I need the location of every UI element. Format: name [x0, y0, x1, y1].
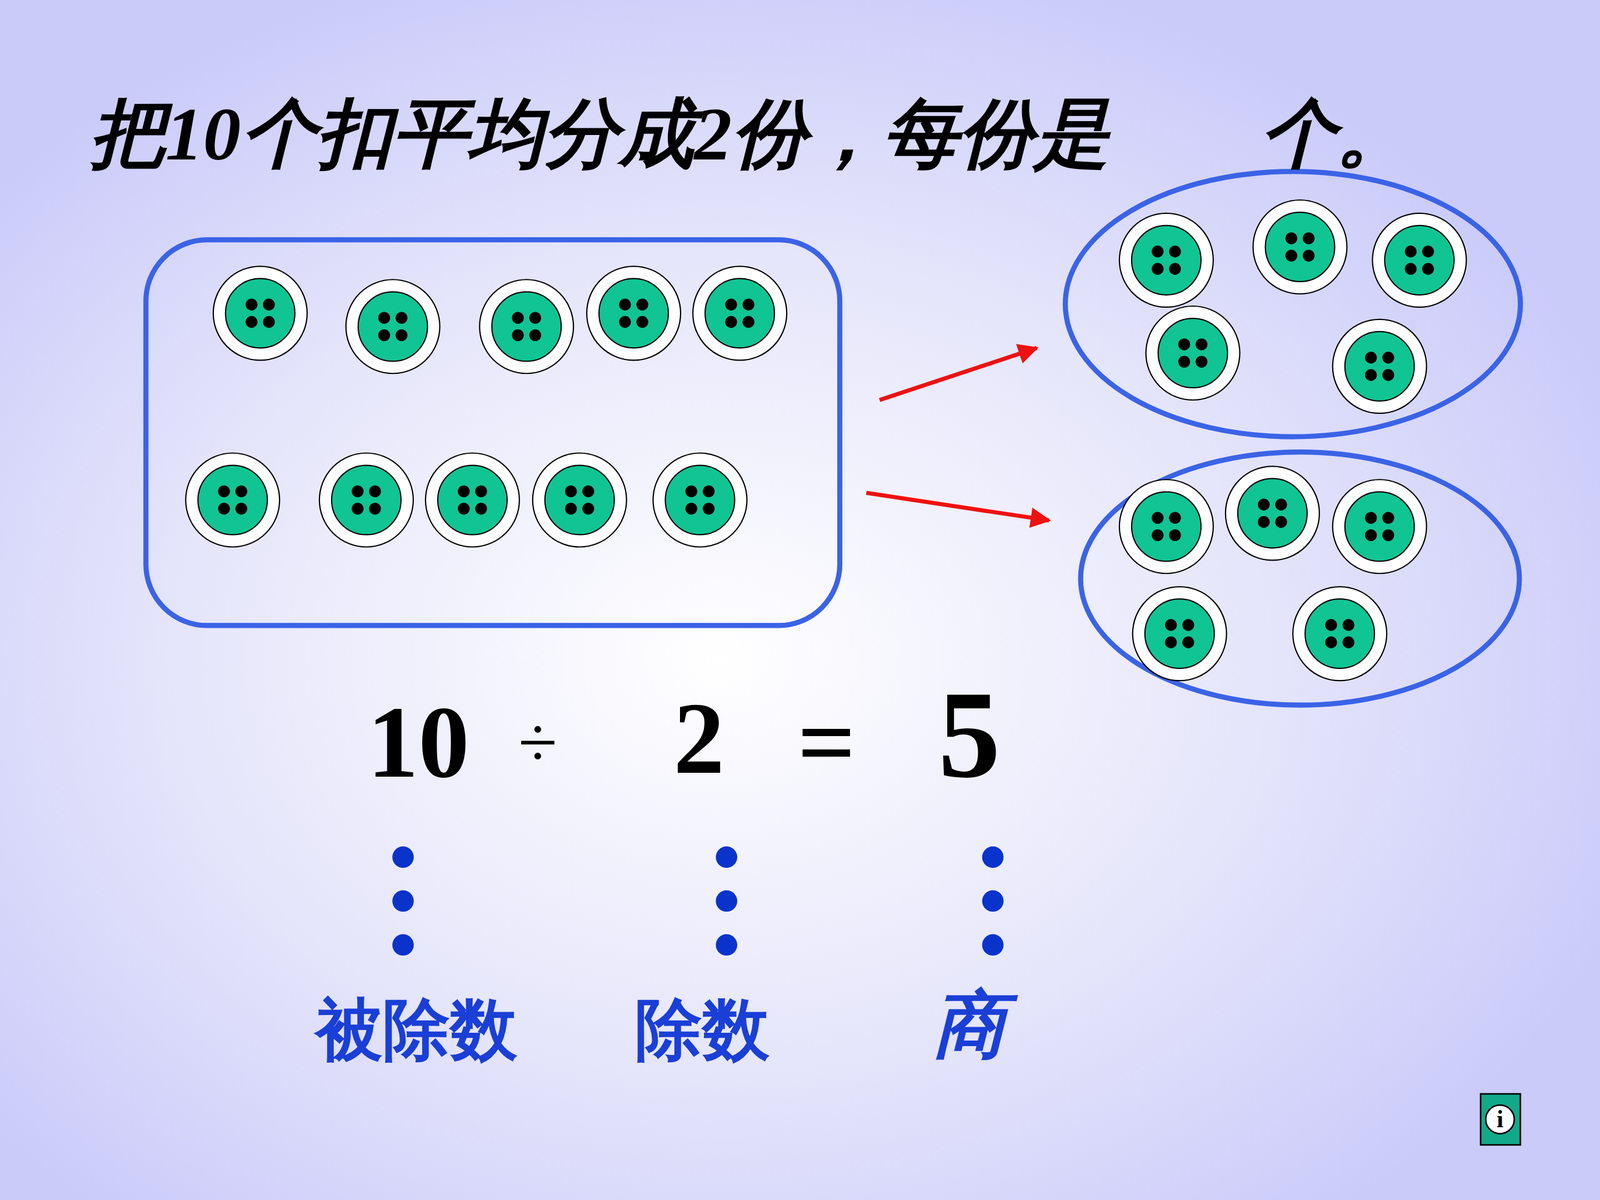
button: [653, 453, 748, 548]
info-letter: i: [1496, 1107, 1504, 1132]
button: [1119, 479, 1214, 574]
dot: [392, 890, 414, 913]
button: [1332, 319, 1427, 414]
button: [213, 266, 308, 360]
button: [1225, 466, 1320, 560]
button: [425, 453, 520, 548]
dot: [715, 846, 738, 869]
button: [692, 266, 787, 360]
dividend-number: 10: [367, 691, 470, 794]
quotient-number: 5: [938, 672, 1001, 797]
icon-square: [1480, 1093, 1521, 1145]
info-icon: [1480, 1093, 1521, 1145]
split-arrow: [879, 347, 1037, 400]
button: [1119, 213, 1214, 308]
button: [1372, 213, 1467, 308]
buttons-group: [185, 266, 787, 547]
slide-title: 把10个扣平均分成2份，每份是 个。: [90, 96, 1413, 173]
dot: [982, 846, 1004, 869]
button: [532, 453, 627, 548]
button: [586, 266, 681, 360]
buttons-share: [1119, 466, 1427, 681]
dot: [715, 934, 738, 957]
group-frame: [146, 240, 840, 626]
dot: [715, 890, 738, 913]
buttons-share: [1119, 200, 1467, 414]
dot: [392, 934, 414, 957]
equals-sign: =: [797, 691, 856, 794]
dot: [392, 846, 414, 869]
dot: [982, 934, 1004, 957]
button: [1132, 586, 1227, 681]
share-ellipse: [1080, 452, 1520, 706]
term-name: 除数: [635, 996, 770, 1064]
pointer-dots: [392, 846, 1004, 957]
divisor-number: 2: [673, 687, 725, 790]
division-sign: ÷: [518, 707, 558, 779]
term-name: 商: [932, 988, 1007, 1063]
button: [479, 279, 574, 374]
button: [1146, 306, 1240, 400]
button: [1292, 586, 1387, 681]
term-name: 被除数: [315, 996, 518, 1064]
button: [346, 279, 440, 374]
button: [319, 453, 414, 548]
dot: [982, 890, 1004, 913]
button: [1253, 200, 1348, 294]
split-arrow: [866, 492, 1049, 521]
button: [1332, 479, 1427, 574]
button: [185, 453, 280, 548]
icon-circle: [1485, 1105, 1514, 1134]
share-ellipse: [1065, 171, 1521, 438]
